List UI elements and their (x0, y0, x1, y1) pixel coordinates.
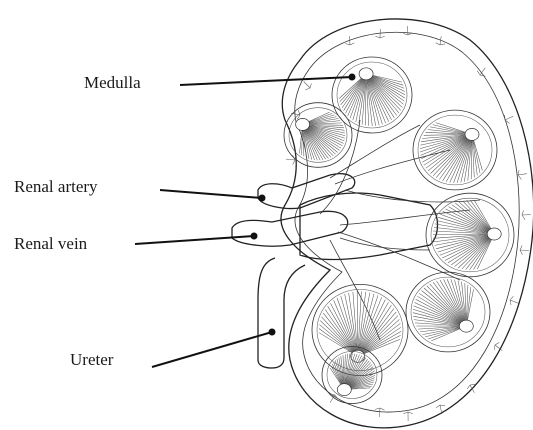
pyramid-striation (331, 303, 358, 356)
pyramid-striation (458, 234, 494, 268)
renal-papilla (337, 384, 351, 396)
renal-artery-pointer-dot (259, 195, 266, 202)
medulla-pointer-dot (349, 74, 356, 81)
renal-papilla (465, 128, 479, 140)
capillary-twig (520, 246, 529, 255)
capillary-twig (436, 36, 445, 45)
pyramid-lobe (406, 272, 490, 352)
capillary-twig (403, 412, 412, 421)
pyramid-inner-outline (418, 115, 492, 185)
ureter-leader (152, 332, 272, 367)
pyramid-striation (358, 316, 398, 357)
renal-papilla (296, 118, 310, 130)
pyramid-lobe (426, 193, 514, 277)
renal-artery-label: Renal artery (14, 178, 98, 195)
renal-papilla (487, 228, 501, 240)
pyramid-striation (447, 279, 466, 326)
pyramid-lobe (413, 110, 497, 190)
capillary-twig (345, 36, 354, 45)
pyramid-striation (422, 291, 467, 327)
pyramid-striation (420, 134, 472, 152)
pyramid-striation (320, 321, 358, 357)
renal-artery-leader (160, 190, 262, 198)
capillary-twig (286, 155, 295, 164)
renal-papilla (459, 320, 473, 332)
pyramid-striation (459, 202, 494, 234)
renal-vein-label: Renal vein (14, 235, 87, 252)
capillary-twig (403, 26, 412, 35)
ureter-label: Ureter (70, 351, 113, 368)
renal-artery-vessel (258, 174, 355, 209)
kidney-capsule (281, 19, 533, 428)
pyramid-striation (452, 205, 494, 234)
ureter-pointer-dot (269, 329, 276, 336)
capillary-twig (518, 170, 527, 179)
pyramid-lobe (312, 284, 408, 375)
capillary-twig (304, 82, 312, 90)
capillary-twig (375, 408, 384, 417)
pyramid-outline (406, 272, 490, 352)
renal-papilla (359, 68, 373, 80)
pyramid-lobe (284, 103, 352, 168)
pyramid-striation (358, 331, 401, 356)
capillary-twig (522, 210, 531, 219)
medulla-label: Medulla (84, 74, 141, 91)
medulla-leader (180, 77, 352, 85)
renal-pyramids (284, 57, 514, 404)
capillary-twig (467, 384, 475, 393)
pyramid-lobe (322, 347, 382, 404)
cortical-twigs (286, 26, 531, 421)
capillary-twig (510, 296, 518, 305)
pyramid-lobe (332, 57, 412, 133)
renal-vein-pointer-dot (251, 233, 258, 240)
